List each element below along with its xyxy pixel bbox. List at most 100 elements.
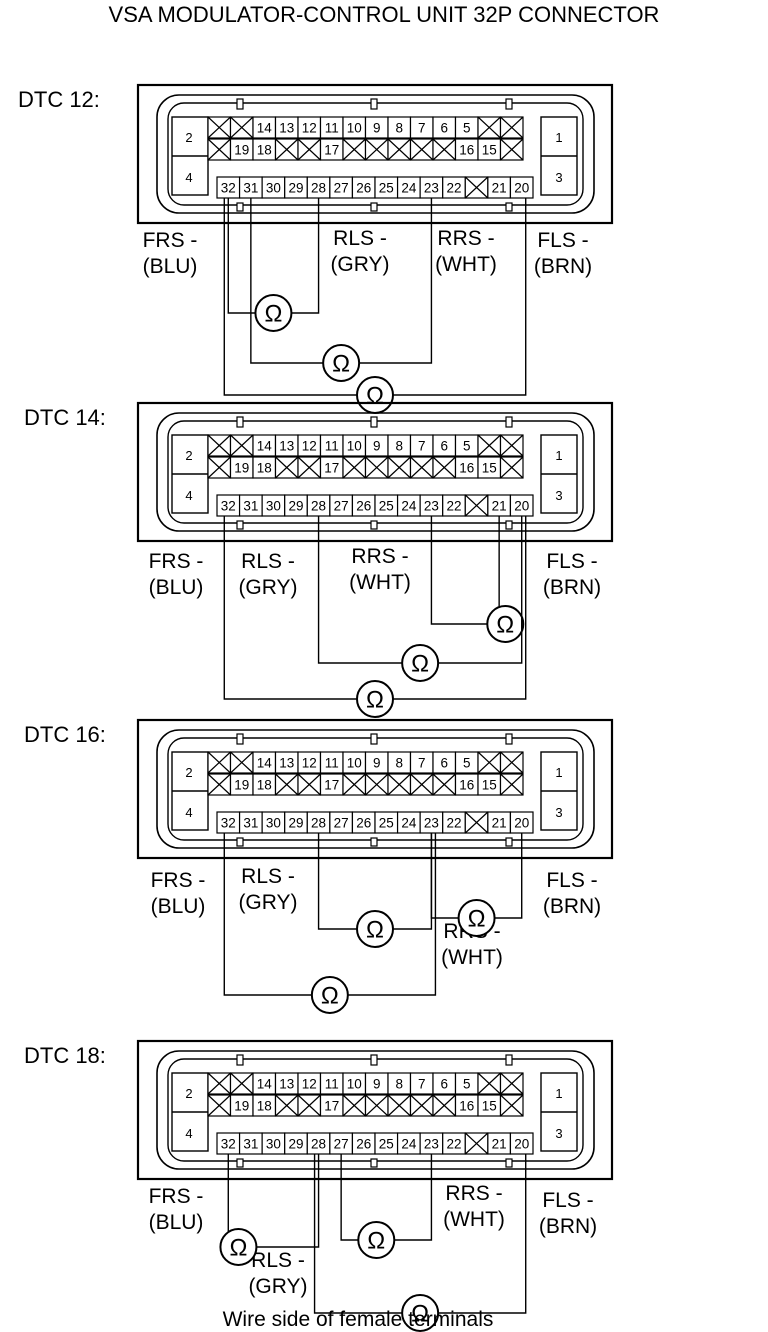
pin-number: 24 (401, 1137, 417, 1152)
locking-tab (236, 98, 244, 110)
unused-pin-cross (432, 1094, 456, 1117)
ohmmeter-symbol (322, 344, 361, 382)
pin-number: 6 (440, 439, 448, 454)
pin-number: 16 (459, 461, 474, 476)
pin-number: 24 (401, 816, 417, 831)
locking-tab (505, 520, 513, 530)
pin-number: 14 (257, 1077, 273, 1092)
side-pin-label: 1 (555, 448, 562, 463)
unused-pin-cross (387, 138, 411, 161)
ohmmeter-measurement: Ω (317, 516, 523, 682)
ohmmeter-symbol (401, 644, 440, 682)
pin-number: 11 (325, 439, 339, 454)
unused-pin-cross (410, 138, 434, 161)
locking-tab (370, 202, 378, 212)
pin-number: 6 (440, 1077, 448, 1092)
wire-label-frs-code: FRS - (149, 550, 204, 573)
unused-pin-cross (477, 1072, 501, 1095)
unused-pin-cross (432, 138, 456, 161)
unused-pin-cross (387, 773, 411, 796)
unused-pin-cross (477, 434, 501, 457)
wire-label-rls-code: RLS - (241, 865, 295, 888)
locking-tab (370, 98, 378, 110)
pin-number: 31 (243, 181, 258, 196)
pin-number: 17 (324, 143, 339, 158)
pin-number: 24 (401, 181, 417, 196)
probe-wire (223, 516, 527, 700)
pin-number: 28 (311, 1137, 326, 1152)
unused-pin-cross (410, 456, 434, 479)
pin-number: 26 (356, 1137, 371, 1152)
pin-number: 23 (424, 499, 439, 514)
pin-number: 24 (401, 499, 417, 514)
pin-number: 21 (492, 499, 507, 514)
unused-pin-cross (230, 434, 254, 457)
ohmmeter-measurement: Ω (219, 1154, 320, 1266)
unused-pin-cross (387, 456, 411, 479)
connector-shell-outer (156, 94, 595, 214)
pin-number: 29 (288, 181, 303, 196)
pin-number: 12 (302, 1077, 317, 1092)
pin-number: 10 (347, 756, 362, 771)
pin-number: 30 (266, 181, 281, 196)
pin-cell (509, 1132, 534, 1155)
pin-number: 15 (482, 461, 497, 476)
unused-pin-cross (275, 138, 299, 161)
locking-tab (505, 98, 513, 110)
unused-pin-cross (365, 1094, 389, 1117)
unused-pin-cross (365, 773, 389, 796)
pin-number: 19 (234, 461, 249, 476)
locking-tab (505, 202, 513, 212)
locking-tab (505, 1054, 513, 1066)
pin-number: 17 (324, 1099, 339, 1114)
unused-pin-cross (387, 1094, 411, 1117)
unused-pin-cross (275, 1094, 299, 1117)
side-pin-label: 2 (185, 765, 192, 780)
probe-wire (250, 198, 433, 364)
pin-number: 25 (379, 499, 394, 514)
dtc-label: DTC 18: (24, 1043, 106, 1068)
pin-number: 22 (446, 181, 461, 196)
unused-pin-cross (477, 751, 501, 774)
pin-cell (509, 176, 534, 199)
pin-number: 18 (257, 143, 272, 158)
pin-number: 23 (424, 1137, 439, 1152)
locking-tab (505, 837, 513, 847)
side-pin-label: 2 (185, 448, 192, 463)
unused-pin-cross (342, 1094, 366, 1117)
locking-tab (370, 1054, 378, 1066)
ohmmeter-measurement: Ω (317, 833, 433, 948)
pin-number: 7 (418, 1077, 426, 1092)
unused-pin-cross (500, 456, 524, 479)
footer-caption: Wire side of female terminals (223, 1308, 494, 1331)
locking-tab (236, 416, 244, 428)
ohm-icon: Ω (411, 1301, 429, 1328)
ohm-icon: Ω (366, 383, 384, 410)
ohmmeter-measurement: Ω (313, 1154, 527, 1332)
pin-number: 32 (221, 816, 236, 831)
ohm-icon: Ω (366, 687, 384, 714)
pin-number: 26 (356, 499, 371, 514)
pin-number: 27 (334, 499, 349, 514)
pin-number: 13 (279, 439, 294, 454)
pin-number: 16 (459, 143, 474, 158)
pin-number: 7 (418, 121, 426, 136)
wire-label-fls-color: (BRN) (543, 576, 601, 599)
pin-number: 7 (418, 756, 426, 771)
ohmmeter-measurement: Ω (250, 198, 433, 382)
pin-number: 18 (257, 1099, 272, 1114)
unused-pin-cross (342, 138, 366, 161)
locking-tab (370, 416, 378, 428)
unused-pin-cross (297, 1094, 321, 1117)
ohm-icon: Ω (229, 1235, 247, 1262)
ohm-icon: Ω (332, 351, 350, 378)
pin-number: 21 (492, 816, 507, 831)
wire-label-fls-color: (BRN) (539, 1215, 597, 1238)
wire-label-rrs-code: RRS - (445, 1182, 502, 1205)
pin-number: 13 (279, 121, 294, 136)
ohm-icon: Ω (496, 612, 514, 639)
pin-number: 23 (424, 181, 439, 196)
locking-tab (370, 733, 378, 745)
